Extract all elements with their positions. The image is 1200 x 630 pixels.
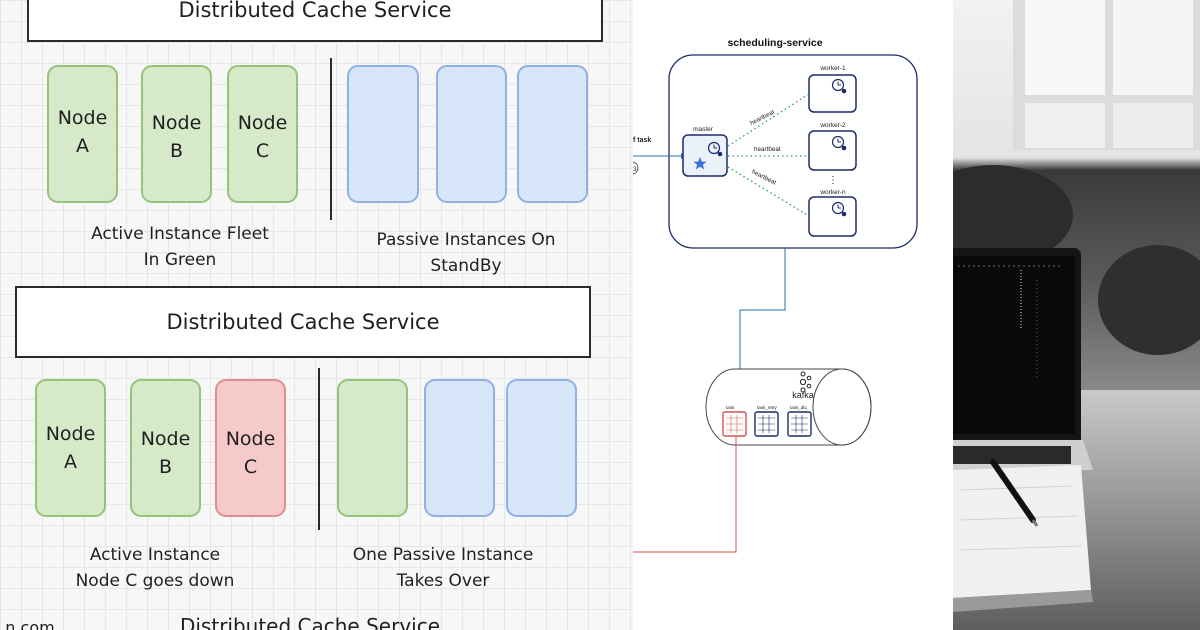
scheduling-service-diagram: scheduling-service f task 3 master worke… [633, 0, 953, 630]
bottom-title: Distributed Cache Service [179, 614, 441, 630]
desk-photo-svg [953, 0, 1200, 630]
worker-2-label: worker-2 [819, 122, 846, 129]
node-b-failover: Node B [130, 379, 201, 517]
cache-service-diagram: Distributed Cache Service Node A Node B … [0, 0, 633, 630]
takeover-caption-line2: Takes Over [396, 570, 490, 591]
desk-photo [953, 0, 1200, 630]
footer-fragment: n.com [5, 618, 55, 630]
worker-n-label: worker-n [819, 189, 846, 196]
node-a-failover: Node A [35, 379, 106, 517]
passive-node-1 [347, 65, 419, 203]
incoming-badge [633, 161, 639, 175]
passive-node-3 [517, 65, 588, 203]
node-b-failover-label: Node [140, 428, 191, 450]
worker-n-node [808, 196, 857, 237]
topic-task-label: task [726, 405, 735, 410]
node-a-letter: A [76, 134, 89, 157]
kafka-cylinder-cap [812, 368, 872, 446]
kafka-logo-icon [799, 371, 812, 393]
standby-node-2 [424, 379, 495, 517]
standby-node-3 [506, 379, 577, 517]
worker-n-clock-icon [831, 201, 845, 215]
scheduling-diagram-svg: scheduling-service f task 3 master worke… [633, 37, 918, 553]
active-fleet-caption-line2: In Green [143, 249, 217, 270]
worker-n-gear-icon [841, 211, 847, 217]
promoted-node [337, 379, 408, 517]
heartbeat-label-2: heartbeat [754, 146, 781, 153]
node-down-caption: Active Instance Node C goes down [45, 543, 265, 594]
task-outflow-line [633, 436, 737, 553]
passive-standby-caption-line2: StandBy [430, 255, 502, 276]
worker-2-gear-icon [841, 145, 847, 151]
master-node [682, 134, 728, 177]
top-title: Distributed Cache Service [178, 0, 452, 22]
takeover-caption: One Passive Instance Takes Over [333, 543, 553, 594]
worker-1-clock-icon [831, 78, 845, 92]
node-a-failover-label: Node [45, 423, 96, 445]
middle-title-box: Distributed Cache Service [15, 286, 591, 358]
worker-2-clock-icon [831, 135, 845, 149]
passive-standby-caption-line1: Passive Instances On [376, 230, 556, 250]
passive-standby-caption: Passive Instances On StandBy [356, 228, 576, 279]
node-c-failed-label: Node [225, 428, 276, 450]
notebook-icon [953, 465, 1093, 612]
service-title: scheduling-service [727, 37, 822, 49]
node-c-failed: Node C [215, 379, 286, 517]
worker-2-node [808, 130, 857, 171]
master-star-icon [693, 157, 707, 170]
node-c-label: Node [237, 112, 288, 134]
worker-1-gear-icon [841, 88, 847, 94]
master-clock-icon [707, 141, 721, 155]
master-gear-icon [717, 151, 723, 157]
node-b-active: Node B [141, 65, 212, 203]
middle-title: Distributed Cache Service [166, 310, 440, 334]
topic-dlq-grid [791, 415, 808, 433]
passive-node-2 [436, 65, 507, 203]
topic-retry-label: task_retry [757, 405, 778, 410]
node-down-caption-line1: Active Instance [89, 545, 221, 565]
node-b-letter: B [169, 139, 184, 162]
node-c-failed-letter: C [243, 455, 258, 478]
section1-divider [330, 58, 332, 220]
topic-retry-grid [758, 415, 775, 433]
active-fleet-caption-line1: Active Instance Fleet [91, 224, 269, 244]
topic-task-grid [726, 415, 743, 433]
active-fleet-caption: Active Instance Fleet In Green [70, 222, 290, 273]
node-a-failover-letter: A [64, 450, 77, 473]
section2-divider [318, 368, 320, 530]
worker-1-label: worker-1 [819, 65, 846, 72]
pen-icon [990, 459, 1039, 527]
node-c-active: Node C [227, 65, 298, 203]
node-b-failover-letter: B [158, 455, 173, 478]
node-a-active: Node A [47, 65, 118, 203]
node-b-label: Node [151, 112, 202, 134]
top-title-box: Distributed Cache Service [27, 0, 603, 42]
service-to-kafka-line [739, 248, 786, 404]
node-c-letter: C [255, 139, 270, 162]
worker-1-node [808, 74, 857, 113]
worker-ellipsis: ⋮ [828, 175, 838, 186]
laptop-icon [953, 248, 1093, 470]
node-down-caption-line2: Node C goes down [75, 570, 235, 591]
incoming-task-label: f task [633, 137, 651, 144]
topic-dlq-label: task_dlq [790, 405, 807, 410]
kafka-label: kafka [792, 390, 814, 400]
master-label: master [693, 126, 714, 133]
takeover-caption-line1: One Passive Instance [352, 545, 534, 565]
node-a-label: Node [57, 107, 108, 129]
incoming-badge-text: 3 [633, 166, 637, 173]
